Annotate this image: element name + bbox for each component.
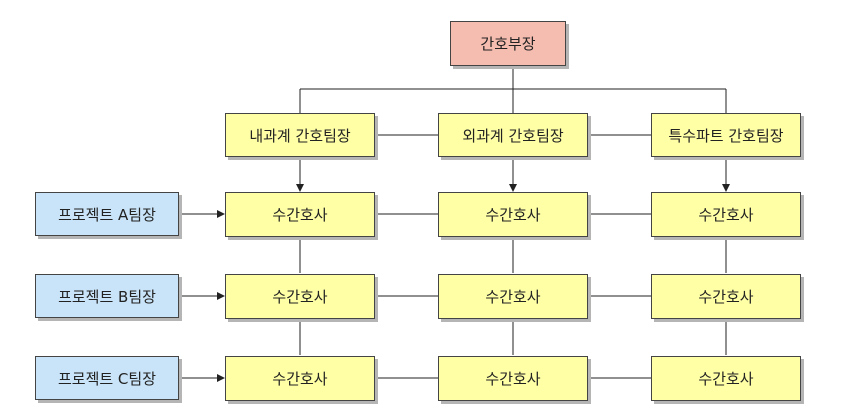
nurse-label: 수간호사 bbox=[485, 206, 541, 224]
nurse-box-r1-c1: 수간호사 bbox=[225, 192, 375, 237]
project-label: 프로젝트 B팀장 bbox=[58, 287, 156, 306]
nurse-box-r2-c3: 수간호사 bbox=[651, 274, 801, 319]
nurse-box-r3-c1: 수간호사 bbox=[225, 356, 375, 401]
team-label: 외과계 간호팀장 bbox=[462, 126, 564, 145]
nurse-label: 수간호사 bbox=[698, 288, 754, 306]
nurse-label: 수간호사 bbox=[272, 206, 328, 224]
team-box-surgical: 외과계 간호팀장 bbox=[438, 113, 588, 157]
team-label: 특수파트 간호팀장 bbox=[668, 126, 784, 145]
project-label: 프로젝트 C팀장 bbox=[57, 369, 157, 388]
team-box-internal: 내과계 간호팀장 bbox=[225, 113, 375, 157]
head-nurse-box: 간호부장 bbox=[450, 21, 566, 66]
project-box-c: 프로젝트 C팀장 bbox=[35, 356, 179, 400]
nurse-label: 수간호사 bbox=[272, 370, 328, 388]
project-box-a: 프로젝트 A팀장 bbox=[35, 192, 179, 236]
nurse-box-r1-c2: 수간호사 bbox=[438, 192, 588, 237]
nurse-box-r3-c2: 수간호사 bbox=[438, 356, 588, 401]
nurse-box-r2-c2: 수간호사 bbox=[438, 274, 588, 319]
nurse-box-r1-c3: 수간호사 bbox=[651, 192, 801, 237]
nurse-box-r2-c1: 수간호사 bbox=[225, 274, 375, 319]
nurse-label: 수간호사 bbox=[698, 370, 754, 388]
team-box-special: 특수파트 간호팀장 bbox=[651, 113, 801, 157]
nurse-label: 수간호사 bbox=[485, 370, 541, 388]
nurse-label: 수간호사 bbox=[272, 288, 328, 306]
project-box-b: 프로젝트 B팀장 bbox=[35, 274, 179, 318]
nurse-label: 수간호사 bbox=[485, 288, 541, 306]
project-label: 프로젝트 A팀장 bbox=[58, 205, 156, 224]
head-nurse-label: 간호부장 bbox=[480, 35, 536, 53]
nurse-box-r3-c3: 수간호사 bbox=[651, 356, 801, 401]
nurse-label: 수간호사 bbox=[698, 206, 754, 224]
team-label: 내과계 간호팀장 bbox=[249, 126, 351, 145]
